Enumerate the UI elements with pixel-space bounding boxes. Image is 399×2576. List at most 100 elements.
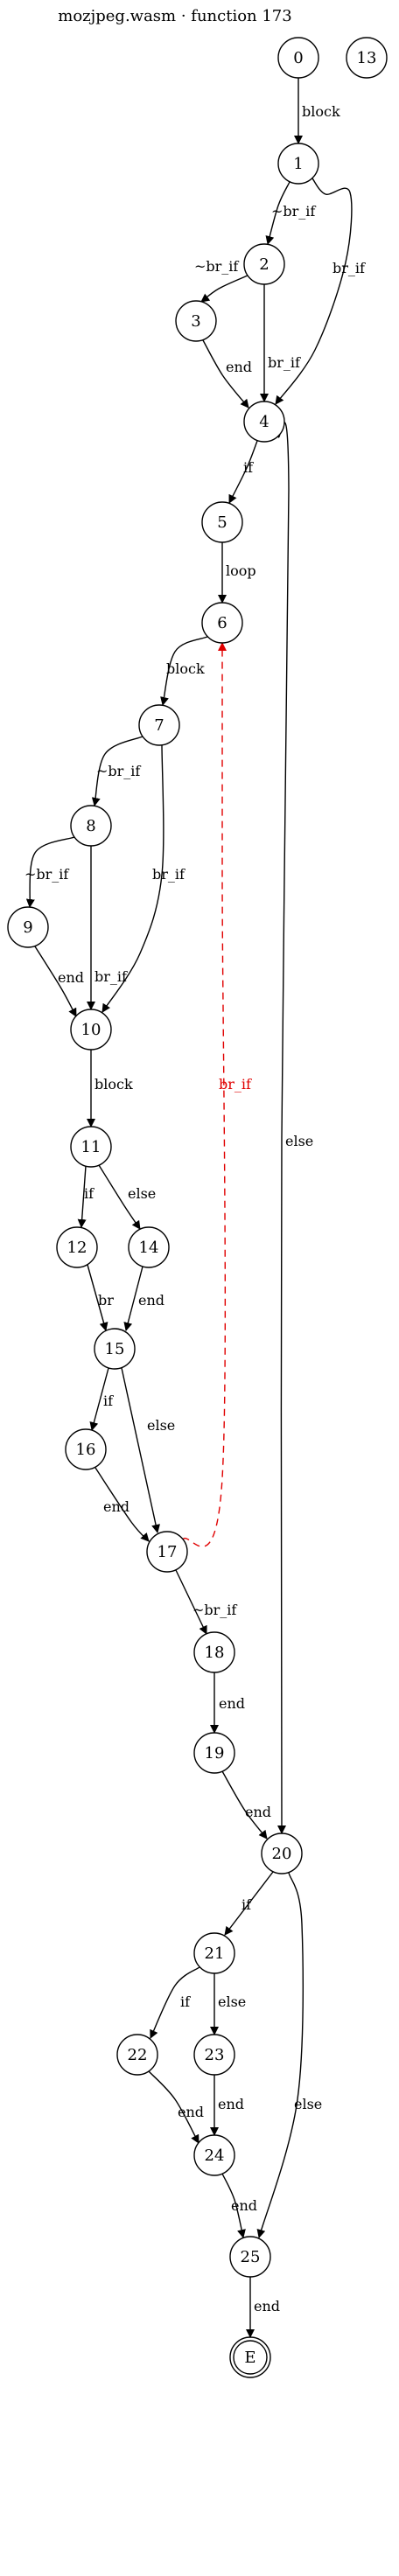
node-6: 6 (201, 602, 243, 644)
edge-line (87, 1264, 108, 1331)
edge-label: ~br_if (96, 763, 141, 779)
edge-2-3: ~br_if (194, 258, 248, 303)
edge-label: br_if (332, 260, 366, 276)
exit-node: E (229, 2336, 271, 2378)
node-circle (193, 1732, 235, 1774)
node-25: 25 (229, 2236, 271, 2278)
edge-11-14: else (98, 1164, 156, 1230)
node-3: 3 (175, 300, 217, 342)
edge-line (202, 339, 249, 408)
edge-25-E: end (246, 2277, 280, 2338)
edge-label: end (231, 2197, 257, 2214)
edge-label: else (128, 1185, 156, 1202)
node-circle (201, 602, 243, 644)
edge-18-19: end (210, 1672, 245, 1734)
edge-label: ~br_if (24, 866, 69, 883)
edge-label: end (138, 1292, 164, 1309)
edge-label: end (218, 2096, 244, 2112)
edge-label: end (219, 1695, 245, 1712)
edge-line (200, 275, 248, 303)
edge-14-15: end (123, 1266, 164, 1331)
node-19: 19 (193, 1732, 235, 1774)
edge-16-17: end (94, 1467, 150, 1542)
edge-label: else (147, 1417, 175, 1434)
node-circle (175, 300, 217, 342)
edge-line (150, 1966, 200, 2039)
node-20: 20 (261, 1833, 303, 1874)
edge-21-22: if (150, 1966, 200, 2039)
edge-label: if (242, 1896, 252, 1913)
node-label: 13 (357, 49, 377, 67)
node-circle (229, 2236, 271, 2278)
node-10: 10 (70, 1009, 112, 1051)
node-label: 9 (23, 918, 32, 937)
node-18: 18 (193, 1631, 235, 1673)
node-12: 12 (56, 1226, 98, 1268)
node-circle (193, 2034, 235, 2076)
edge-line (221, 1770, 268, 1840)
edge-label: if (243, 459, 254, 476)
edge-label: block (166, 660, 205, 677)
node-16: 16 (65, 1428, 107, 1470)
edge-15-16: if (89, 1367, 114, 1431)
node-circle (65, 1428, 107, 1470)
node-label: 21 (205, 1944, 225, 1963)
edge-label: ~br_if (192, 1602, 237, 1618)
node-label: 7 (154, 716, 164, 735)
edge-8-9: ~br_if (24, 836, 75, 908)
node-4: 4 (243, 401, 285, 443)
edge-line (228, 440, 258, 504)
edges: block~br_ifbr_if~br_ifbr_ifendifelseloop… (24, 78, 366, 2338)
edge-20-21: if (224, 1871, 274, 1936)
node-circle (277, 143, 319, 185)
edge-9-10: end (34, 946, 84, 1017)
edge-line (275, 178, 353, 405)
edge-label: end (58, 969, 84, 986)
edge-line (102, 744, 164, 1013)
node-circle (346, 37, 388, 79)
edge-label: ~br_if (271, 203, 316, 220)
edge-6-7: block (160, 636, 208, 706)
node-circle (70, 1126, 112, 1168)
node-circle (128, 1226, 170, 1268)
edge-2-4: br_if (260, 284, 301, 402)
edge-label: br_if (152, 866, 186, 883)
node-circle (193, 1631, 235, 1673)
node-label: 24 (205, 2147, 225, 2165)
node-22: 22 (116, 2034, 158, 2076)
node-label: 25 (241, 2248, 261, 2266)
node-13: 13 (346, 37, 388, 79)
node-label: 16 (76, 1441, 96, 1459)
node-14: 14 (128, 1226, 170, 1268)
edge-17-6: br_if (182, 642, 252, 1547)
edge-11-12: if (77, 1165, 94, 1228)
node-15: 15 (94, 1328, 136, 1370)
node-circle (116, 2034, 158, 2076)
edge-7-10: br_if (102, 744, 186, 1013)
node-label: 8 (86, 817, 95, 835)
edge-label: end (254, 2298, 280, 2314)
edge-line (94, 1467, 150, 1542)
node-label: 3 (191, 312, 200, 331)
edge-line (175, 1569, 207, 1635)
edge-line (160, 636, 208, 706)
edge-line (25, 836, 75, 908)
edge-label: else (285, 1133, 313, 1149)
node-7: 7 (138, 704, 180, 746)
edge-line (265, 181, 290, 245)
node-label: 1 (293, 155, 303, 173)
node-label: 2 (259, 255, 269, 274)
edge-20-25: else (256, 1872, 322, 2238)
edge-7-8: ~br_if (91, 736, 144, 806)
edge-1-2: ~br_if (265, 181, 316, 245)
node-circle (70, 805, 112, 847)
edge-label: end (103, 1498, 130, 1515)
node-circle (277, 37, 319, 79)
edge-label: block (302, 103, 340, 120)
edge-label: if (180, 1993, 191, 2010)
node-label: 20 (272, 1845, 292, 1863)
edge-label: br (98, 1292, 114, 1309)
edge-1-4: br_if (275, 178, 366, 405)
